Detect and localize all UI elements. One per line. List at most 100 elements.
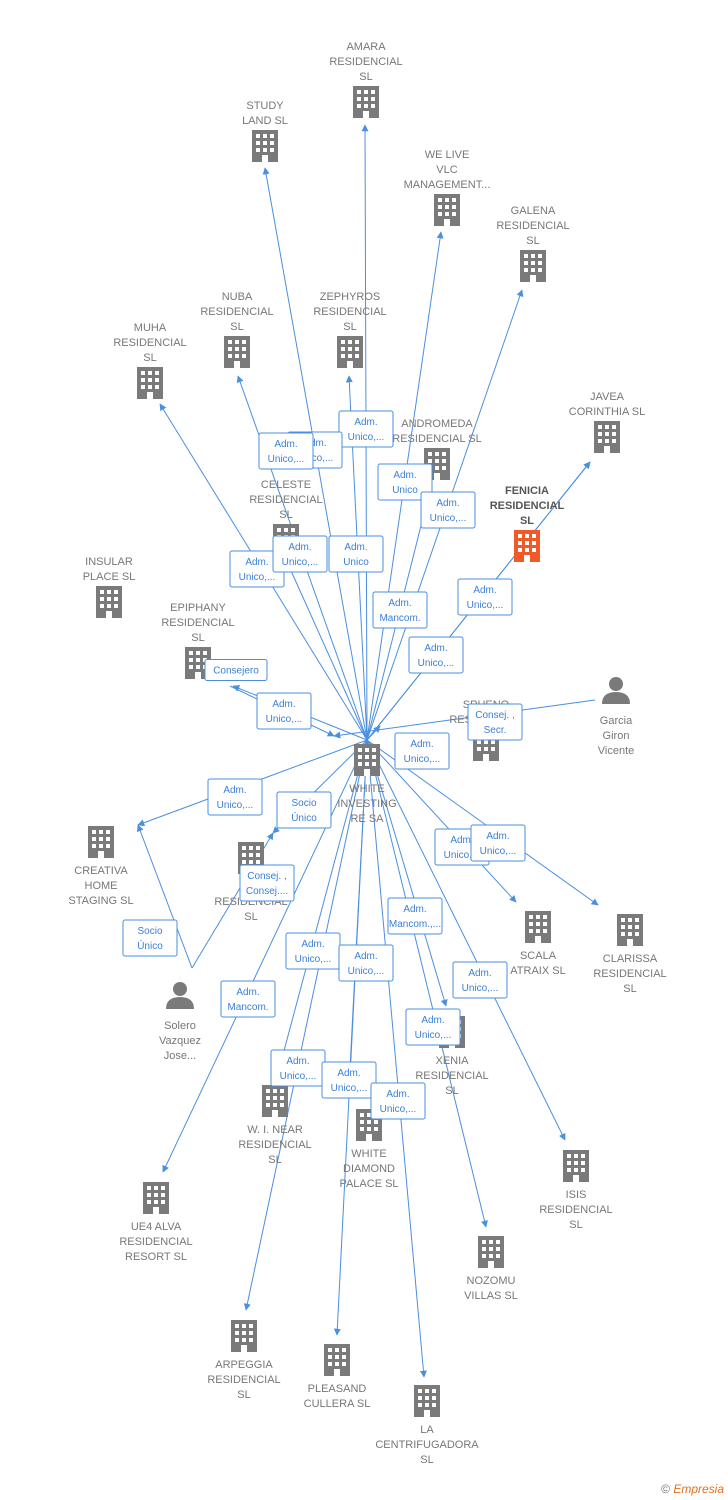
- edge-label-text: Adm.: [245, 557, 268, 568]
- edge-white-isis: [366, 739, 566, 1141]
- edge-label-epiphany-white[interactable]: Consejero: [204, 659, 268, 681]
- person-icon: [602, 677, 630, 704]
- edge-label-white-centrifugadora[interactable]: Adm.Unico,...: [370, 1082, 426, 1120]
- edge-label-text: Unico,...: [444, 850, 481, 861]
- node-label-line: RESIDENCIAL: [161, 617, 234, 629]
- node-label-line: EPIPHANY: [170, 602, 226, 614]
- node-label-line: Garcia: [600, 715, 633, 727]
- edge-label-white-galena[interactable]: Adm.Unico,...: [420, 491, 476, 529]
- copyright-icon: ©: [661, 1482, 670, 1496]
- edge-label-white-javea[interactable]: Adm.Unico,...: [457, 578, 513, 616]
- node-welive[interactable]: WE LIVEVLCMANAGEMENT...: [404, 149, 491, 226]
- node-label-line: RESIDENCIAL: [490, 500, 565, 512]
- edge-label-white-clarissa[interactable]: Adm.Unico,...: [470, 824, 526, 862]
- building-icon: [137, 367, 163, 399]
- node-label-line: STAGING SL: [68, 895, 133, 907]
- edge-white-spheno: [366, 725, 381, 741]
- edge-label-white-isis[interactable]: Adm.Unico,...: [338, 944, 394, 982]
- node-label-line: SL: [526, 235, 539, 247]
- edge-label-text: Adm.: [337, 1068, 360, 1079]
- edge-label-white-andromeda[interactable]: Adm.Mancom.: [372, 591, 428, 629]
- edge-label-text: Unico,...: [266, 714, 303, 725]
- edge-label-white-zephyros[interactable]: Adm.Unico: [328, 535, 384, 573]
- edge-label-text: Adm.: [274, 439, 297, 450]
- edge-label-white-xenia[interactable]: Adm.Mancom.,...: [387, 897, 443, 935]
- building-icon: [88, 826, 114, 858]
- edge-label-white-fenicia[interactable]: Adm.Unico,...: [408, 636, 464, 674]
- building-icon: [478, 1236, 504, 1268]
- edge-label-text: Adm.: [421, 1015, 444, 1026]
- edge-label-white-nuba[interactable]: Adm.Unico,...: [258, 432, 314, 470]
- edge-label-white-winear[interactable]: Adm.Unico,...: [285, 932, 341, 970]
- edge-label-text: Adm.: [468, 968, 491, 979]
- edge-label-white-nozomu[interactable]: Adm.Unico,...: [405, 1008, 461, 1046]
- edge-label-white-celeste[interactable]: Adm.Unico,...: [272, 535, 328, 573]
- edge-label-white-welive[interactable]: Adm.Unico: [377, 463, 433, 501]
- edge-label-white-arpeggia[interactable]: Adm.Unico,...: [270, 1049, 326, 1087]
- edge-label-solero-so[interactable]: Consej. ,Consej....: [239, 864, 295, 902]
- edge-label-white-ue4[interactable]: Adm.Unico,...: [452, 961, 508, 999]
- edge-label-white-pleasand[interactable]: Adm.Unico,...: [321, 1061, 377, 1099]
- node-solero[interactable]: SoleroVazquezJose...: [159, 982, 201, 1062]
- node-label-line: W. I. NEAR: [247, 1124, 303, 1136]
- edge-label-text: Unico,...: [480, 846, 517, 857]
- node-label-line: RESIDENCIAL: [313, 306, 386, 318]
- edge-label-garcia-white[interactable]: Consej. ,Secr.: [467, 703, 523, 741]
- edge-label-white-epiphany[interactable]: Adm. Unico,...: [256, 692, 312, 730]
- node-label-line: ARPEGGIA: [215, 1359, 273, 1371]
- node-label-line: HOME: [85, 880, 118, 892]
- node-label-line: RESIDENCIAL: [249, 494, 322, 506]
- node-label-line: GALENA: [511, 205, 556, 217]
- node-label-line: SL: [143, 352, 156, 364]
- node-label-line: MUHA: [134, 322, 167, 334]
- node-label-line: RESIDENCIAL: [238, 1139, 311, 1151]
- edge-label-white-amara[interactable]: Adm.Unico,...: [338, 410, 394, 448]
- building-icon: [337, 336, 363, 368]
- building-icon: [414, 1385, 440, 1417]
- edge-label-white-whitediamond[interactable]: Adm.Mancom.: [220, 980, 276, 1018]
- building-icon: [224, 336, 250, 368]
- node-label-line: ANDROMEDA: [401, 418, 473, 430]
- edge-label-white-spheno[interactable]: Adm.Unico,...: [394, 732, 450, 770]
- edge-label-text: Consej....: [246, 886, 288, 897]
- edge-white-nozomu: [366, 739, 488, 1228]
- edge-label-text: Adm.: [436, 498, 459, 509]
- edge-label-white-muha[interactable]: Adm.Unico,...: [229, 550, 285, 588]
- edge-label-text: Adm.: [272, 699, 295, 710]
- edge-label-white-creativa[interactable]: Adm.Unico,...: [207, 778, 263, 816]
- building-icon: [514, 530, 540, 562]
- brand-logo[interactable]: Empresia: [673, 1482, 724, 1496]
- node-label-line: Solero: [164, 1020, 196, 1032]
- edge-white-centrifugadora: [366, 739, 427, 1378]
- edge-label-text: Unico,...: [295, 954, 332, 965]
